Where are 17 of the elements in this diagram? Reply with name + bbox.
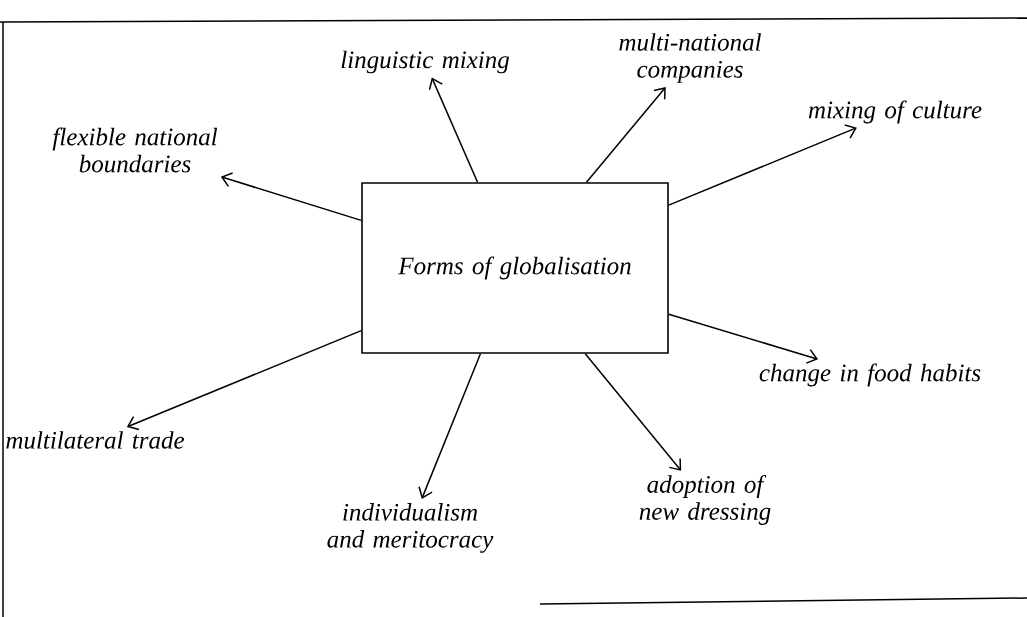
arrow <box>668 313 819 364</box>
arrow <box>220 172 362 222</box>
branch-text: mixing of culture <box>808 100 982 124</box>
branch-text: multi-national companies <box>619 33 761 83</box>
arrow <box>584 353 682 471</box>
arrow <box>428 77 479 183</box>
arrow <box>668 124 857 206</box>
branch-text: flexible national boundaries <box>52 127 218 173</box>
branch-text: linguistic mixing <box>341 50 509 74</box>
arrow <box>126 329 362 431</box>
branch-text: adoption of new dressing <box>639 475 771 525</box>
branch-text: individualism and meritocracy <box>327 503 494 553</box>
arrow <box>418 353 482 499</box>
concept-box: Forms of globalisation <box>361 182 669 354</box>
branch-text: change in food habits <box>759 363 981 387</box>
branch-text: multilateral trade <box>6 431 185 449</box>
arrow <box>585 87 666 183</box>
